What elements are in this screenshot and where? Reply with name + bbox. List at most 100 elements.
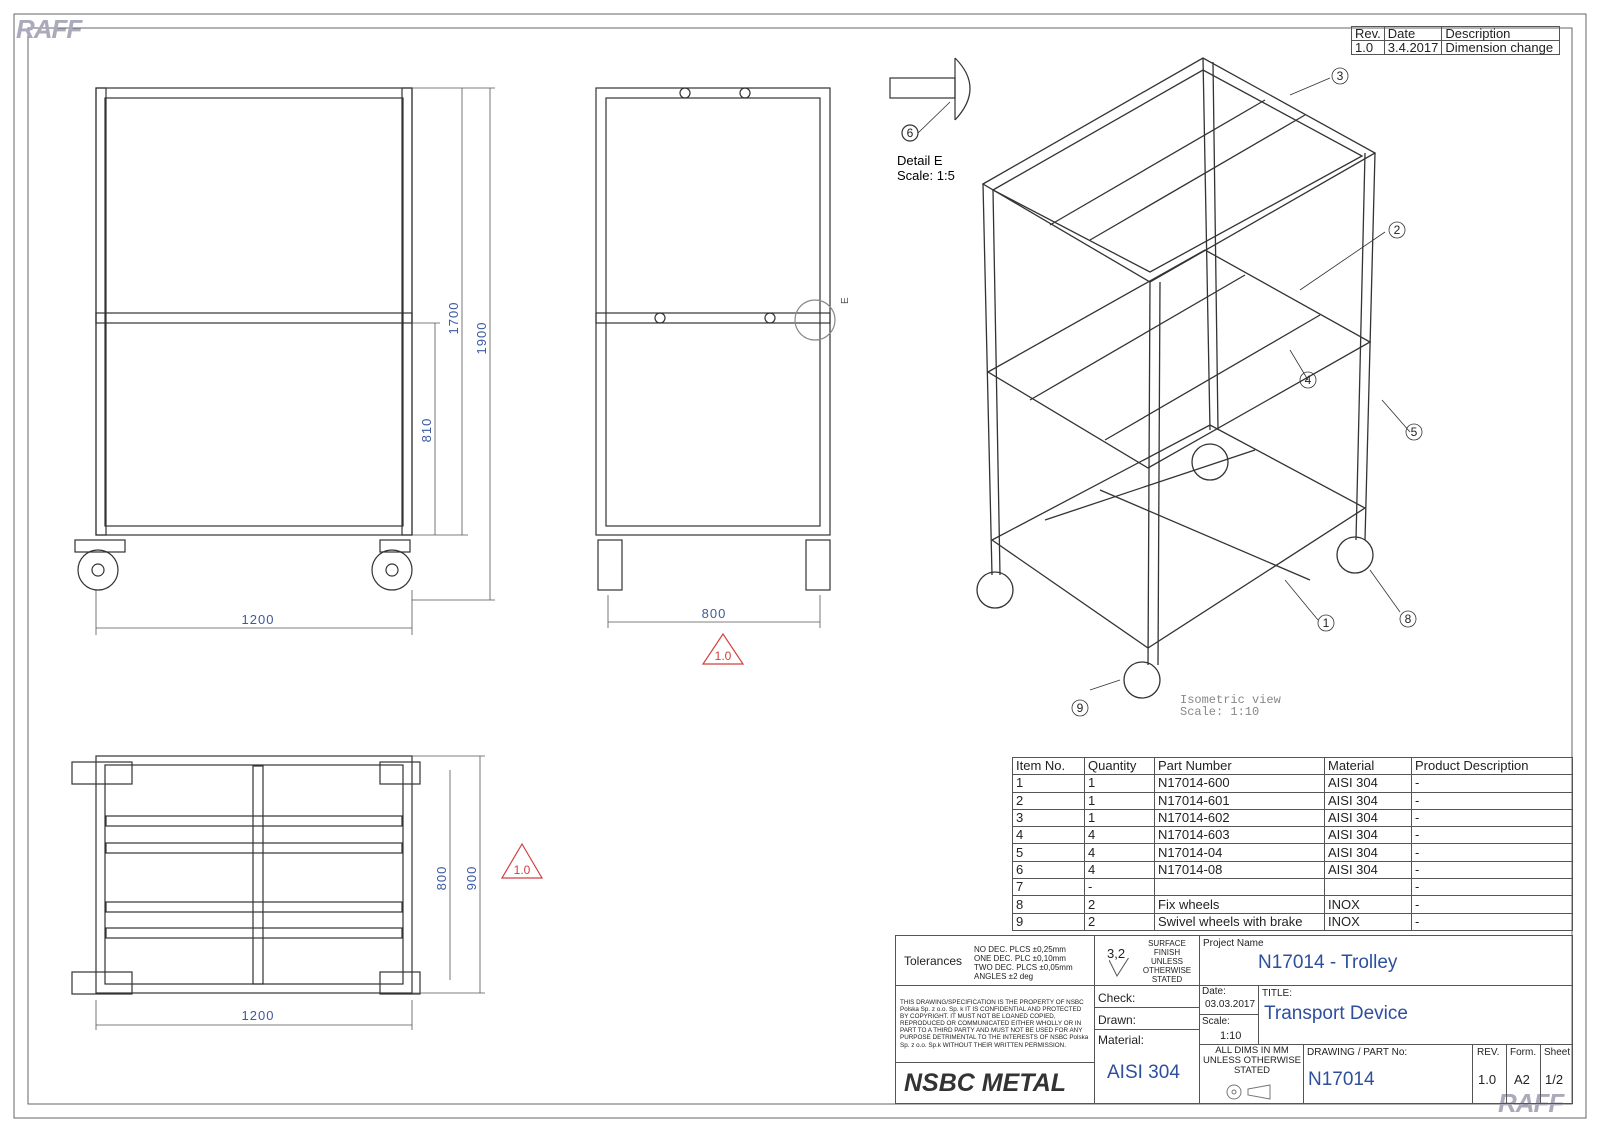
cell-item-no: 2 (1012, 791, 1085, 810)
sheet-label: Sheet (1544, 1047, 1571, 1058)
scale-label: Scale: (1202, 1016, 1230, 1027)
cell-quantity: 4 (1084, 826, 1155, 845)
cell-product-description: - (1411, 895, 1573, 914)
description-header: Description (1441, 26, 1561, 41)
company-logo: NSBC METAL (904, 1069, 1067, 1097)
cell-product-description: - (1411, 826, 1573, 845)
date-value: 03.03.2017 (1205, 999, 1256, 1010)
sheet-value: 1/2 (1545, 1072, 1564, 1087)
tolerance-line: ANGLES ±2 deg (974, 972, 1034, 981)
cell-quantity: 2 (1084, 895, 1155, 914)
outer-border (13, 13, 1587, 1119)
side-view (595, 87, 836, 665)
material-label: Material: (1098, 1033, 1145, 1047)
cell-part-number: N17014-04 (1154, 843, 1325, 862)
project-cell: Project Name N17014 - Trolley (1199, 935, 1573, 986)
cell-part-number: Swivel wheels with brake (1154, 912, 1325, 931)
header-material: Material (1324, 756, 1412, 776)
part-no-label: DRAWING / PART No: (1307, 1047, 1408, 1058)
balloon-3: 3 (1337, 69, 1344, 83)
form-label: Form. (1510, 1047, 1537, 1058)
cell-product-description: - (1411, 791, 1573, 810)
balloon-4: 4 (1305, 373, 1312, 387)
isometric-view (976, 57, 1423, 717)
rev-cell: 1.0 (1351, 40, 1385, 55)
top-width-dim: 1200 (242, 1008, 275, 1023)
cell-item-no: 8 (1012, 895, 1085, 914)
form-value: A2 (1514, 1072, 1530, 1087)
rev-cell: REV. 1.0 (1472, 1044, 1507, 1104)
detail-scale: Scale: 1:5 (897, 168, 955, 183)
title-value: Transport Device (1264, 1003, 1408, 1024)
cell-quantity: - (1084, 878, 1155, 897)
cell-material: AISI 304 (1324, 843, 1412, 862)
top-depth-800-dim: 800 (434, 866, 449, 891)
cell-item-no: 9 (1012, 912, 1085, 931)
surface-value: 3,2 (1107, 946, 1126, 961)
drawn-cell: Drawn: (1094, 1007, 1200, 1030)
date-cell: Date: 03.03.2017 (1199, 985, 1259, 1015)
tolerances-cell: Tolerances NO DEC. PLCS ±0,25mm ONE DEC.… (895, 935, 1095, 986)
balloon-5: 5 (1411, 425, 1418, 439)
cell-quantity: 1 (1084, 791, 1155, 810)
cell-item-no: 4 (1012, 826, 1085, 845)
cell-material: AISI 304 (1324, 860, 1412, 880)
top-view (71, 755, 544, 1030)
header-item: Item No. (1012, 756, 1085, 776)
check-cell: Check: (1094, 985, 1200, 1008)
header-description: Product Description (1411, 756, 1573, 776)
cell-part-number: N17014-601 (1154, 791, 1325, 810)
tolerances-label: Tolerances (904, 954, 963, 968)
cell-product-description: - (1411, 774, 1573, 793)
cell-item-no: 3 (1012, 808, 1085, 828)
cell-quantity: 1 (1084, 774, 1155, 793)
cell-material: AISI 304 (1324, 774, 1412, 793)
projection-symbol-icon (1226, 1084, 1271, 1100)
cell-material (1324, 878, 1412, 897)
tolerance-line: ONE DEC. PLC ±0,10mm (974, 954, 1066, 963)
material-cell: Material: AISI 304 (1094, 1029, 1200, 1104)
rev-label: REV. (1477, 1047, 1500, 1058)
side-width-dim: 800 (702, 606, 727, 621)
title-cell: TITLE: Transport Device (1258, 985, 1573, 1045)
isometric-label: Isometric view (1180, 693, 1282, 707)
detail-marker: E (840, 297, 851, 304)
cell-item-no: 7 (1012, 878, 1085, 897)
cell-product-description: - (1411, 912, 1573, 931)
parts-table: Item No. Quantity Part Number Material P… (1012, 756, 1573, 931)
front-view (74, 87, 495, 635)
detail-label: Detail E (897, 153, 943, 168)
cell-product-description: - (1411, 808, 1573, 828)
front-height-1700-dim: 1700 (446, 302, 461, 335)
logo-cell: NSBC METAL (895, 1062, 1095, 1104)
front-width-dim: 1200 (242, 612, 275, 627)
parts-row: 7-- (1012, 878, 1573, 897)
cell-material: INOX (1324, 912, 1412, 931)
cell-product-description: - (1411, 843, 1573, 862)
cell-part-number: Fix wheels (1154, 895, 1325, 914)
surface-text: STATED (1151, 975, 1183, 984)
isometric-scale: Scale: 1:10 (1180, 705, 1259, 719)
dims-note: ALL DIMS IN MM UNLESS OTHERWISE STATED (1202, 1045, 1301, 1076)
cell-part-number: N17014-603 (1154, 826, 1325, 845)
cell-material: AISI 304 (1324, 808, 1412, 828)
balloon-1: 1 (1323, 616, 1330, 630)
cell-quantity: 4 (1084, 843, 1155, 862)
form-cell: Form. A2 (1506, 1044, 1541, 1104)
watermark-logo-top: RAFF (16, 14, 82, 44)
inner-border (27, 27, 1573, 1105)
rev-header: Rev. (1351, 26, 1385, 41)
part-no-cell: DRAWING / PART No: N17014 (1303, 1044, 1473, 1104)
surface-finish-symbol-icon (1109, 958, 1130, 978)
drawn-label: Drawn: (1098, 1013, 1137, 1027)
cell-product-description: - (1411, 878, 1573, 897)
cell-part-number: N17014-08 (1154, 860, 1325, 880)
project-label: Project Name (1203, 938, 1264, 949)
copyright-text: THIS DRAWING/SPECIFICATION IS THE PROPER… (900, 999, 1089, 1049)
